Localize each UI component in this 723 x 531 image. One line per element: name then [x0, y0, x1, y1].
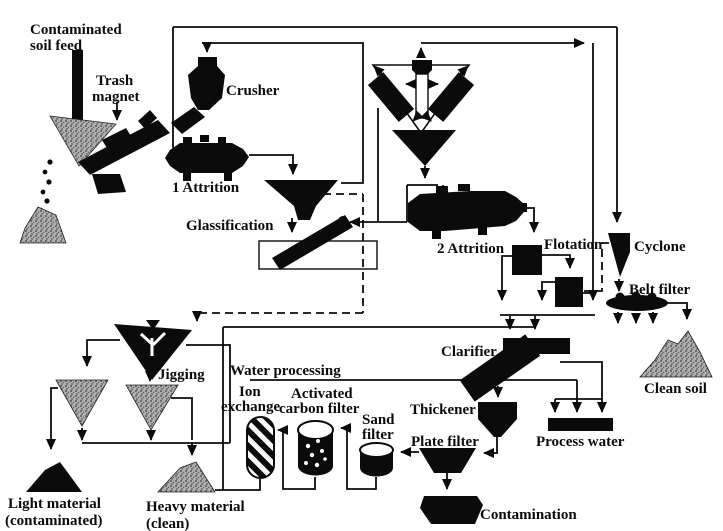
flotation-underflow-1 — [497, 255, 512, 301]
label-ion-exchange-1: Ion — [239, 384, 261, 400]
screen-underflow-funnel — [392, 130, 456, 166]
attrition-1-unit — [165, 135, 249, 181]
clarifier-unit — [459, 334, 570, 402]
separator-left — [55, 379, 109, 427]
clarifier-overflow-line — [560, 361, 603, 397]
glassification-hopper — [264, 180, 338, 220]
label-trash-magnet-2: magnet — [92, 89, 140, 105]
dashed-flotation-cyclone-link — [584, 242, 609, 292]
label-water-processing: Water processing — [230, 363, 341, 379]
label-heavy-material-2: (clean) — [146, 516, 189, 531]
label-light-material-1: Light material — [8, 496, 101, 512]
trash-fall-trail — [19, 159, 67, 244]
label-activated-carbon-2: carbon filter — [279, 401, 360, 417]
trash-pile — [19, 206, 67, 244]
label-trash-magnet-1: Trash — [96, 73, 134, 89]
label-belt-filter: Belt filter — [629, 282, 691, 298]
label-attrition-2: 2 Attrition — [437, 241, 505, 257]
label-crusher: Crusher — [226, 83, 280, 99]
label-process-water: Process water — [536, 434, 625, 450]
label-thickener: Thickener — [410, 402, 476, 418]
plate-filter-unit — [419, 448, 476, 473]
clean-water-out-line — [215, 479, 261, 491]
jigging-unit — [114, 320, 192, 380]
cyclone-unit — [608, 233, 630, 277]
crusher-loop-box — [202, 42, 364, 184]
thickener-unit — [478, 402, 517, 437]
heavy-material-pile — [157, 461, 216, 493]
flotation-cells — [512, 245, 593, 307]
attrition-2-unit — [408, 184, 527, 239]
label-heavy-material-1: Heavy material — [146, 499, 245, 515]
process-water-tank — [548, 418, 613, 431]
label-jigging: Jigging — [158, 367, 205, 383]
trash-magnet-conveyor — [78, 110, 170, 194]
label-contaminated-soil-feed-1: Contaminated — [30, 22, 122, 38]
attrition2-out-arrow — [527, 207, 539, 233]
diagram-labels: Contaminated soil feed Trash magnet Crus… — [5, 22, 707, 531]
ion-exchange-column — [246, 416, 275, 479]
label-contamination: Contamination — [480, 507, 577, 523]
label-sand-filter-1: Sand — [362, 412, 395, 428]
sand-to-carbon-line — [340, 423, 377, 490]
attrition1-to-hopper-line — [249, 154, 298, 175]
flotation-cell-2 — [555, 277, 583, 307]
sep-right-side-line — [171, 397, 193, 440]
jig-right-out-line — [186, 344, 231, 443]
thickener-underflow-line — [483, 437, 498, 458]
label-clarifier: Clarifier — [441, 344, 497, 360]
carbon-to-ion-line — [277, 425, 316, 490]
screen-separator-unit — [367, 60, 475, 135]
label-plate-filter: Plate filter — [411, 434, 479, 450]
label-cyclone: Cyclone — [634, 239, 686, 255]
label-clean-soil: Clean soil — [644, 381, 707, 397]
belt-to-soil-line — [667, 302, 692, 320]
clean-soil-pile — [639, 330, 713, 378]
separator-right — [125, 384, 179, 431]
label-activated-carbon-1: Activated — [291, 386, 353, 402]
contamination-pile — [420, 496, 483, 524]
belt-filter-unit — [606, 291, 668, 311]
label-contaminated-soil-feed-2: soil feed — [30, 38, 83, 54]
soil-feed-chute — [72, 50, 83, 130]
activated-carbon-filter — [297, 420, 334, 476]
label-glassification: Glassification — [186, 218, 274, 234]
trash-screen-funnel — [49, 115, 117, 167]
glassification-conveyor — [272, 215, 353, 270]
sand-filter-tank — [359, 442, 394, 477]
flotation-cell-1 — [512, 245, 542, 275]
label-ion-exchange-2: exchange — [221, 399, 281, 415]
label-attrition-1: 1 Attrition — [172, 180, 240, 196]
crusher-unit — [171, 57, 225, 134]
label-sand-filter-2: filter — [362, 427, 394, 443]
jig-left-out-line — [82, 339, 120, 367]
light-material-line — [46, 387, 58, 450]
label-flotation: Flotation — [544, 237, 603, 253]
flotation-underflow-2 — [537, 281, 555, 301]
light-material-pile — [26, 462, 82, 492]
label-light-material-2: (contaminated) — [5, 513, 103, 529]
